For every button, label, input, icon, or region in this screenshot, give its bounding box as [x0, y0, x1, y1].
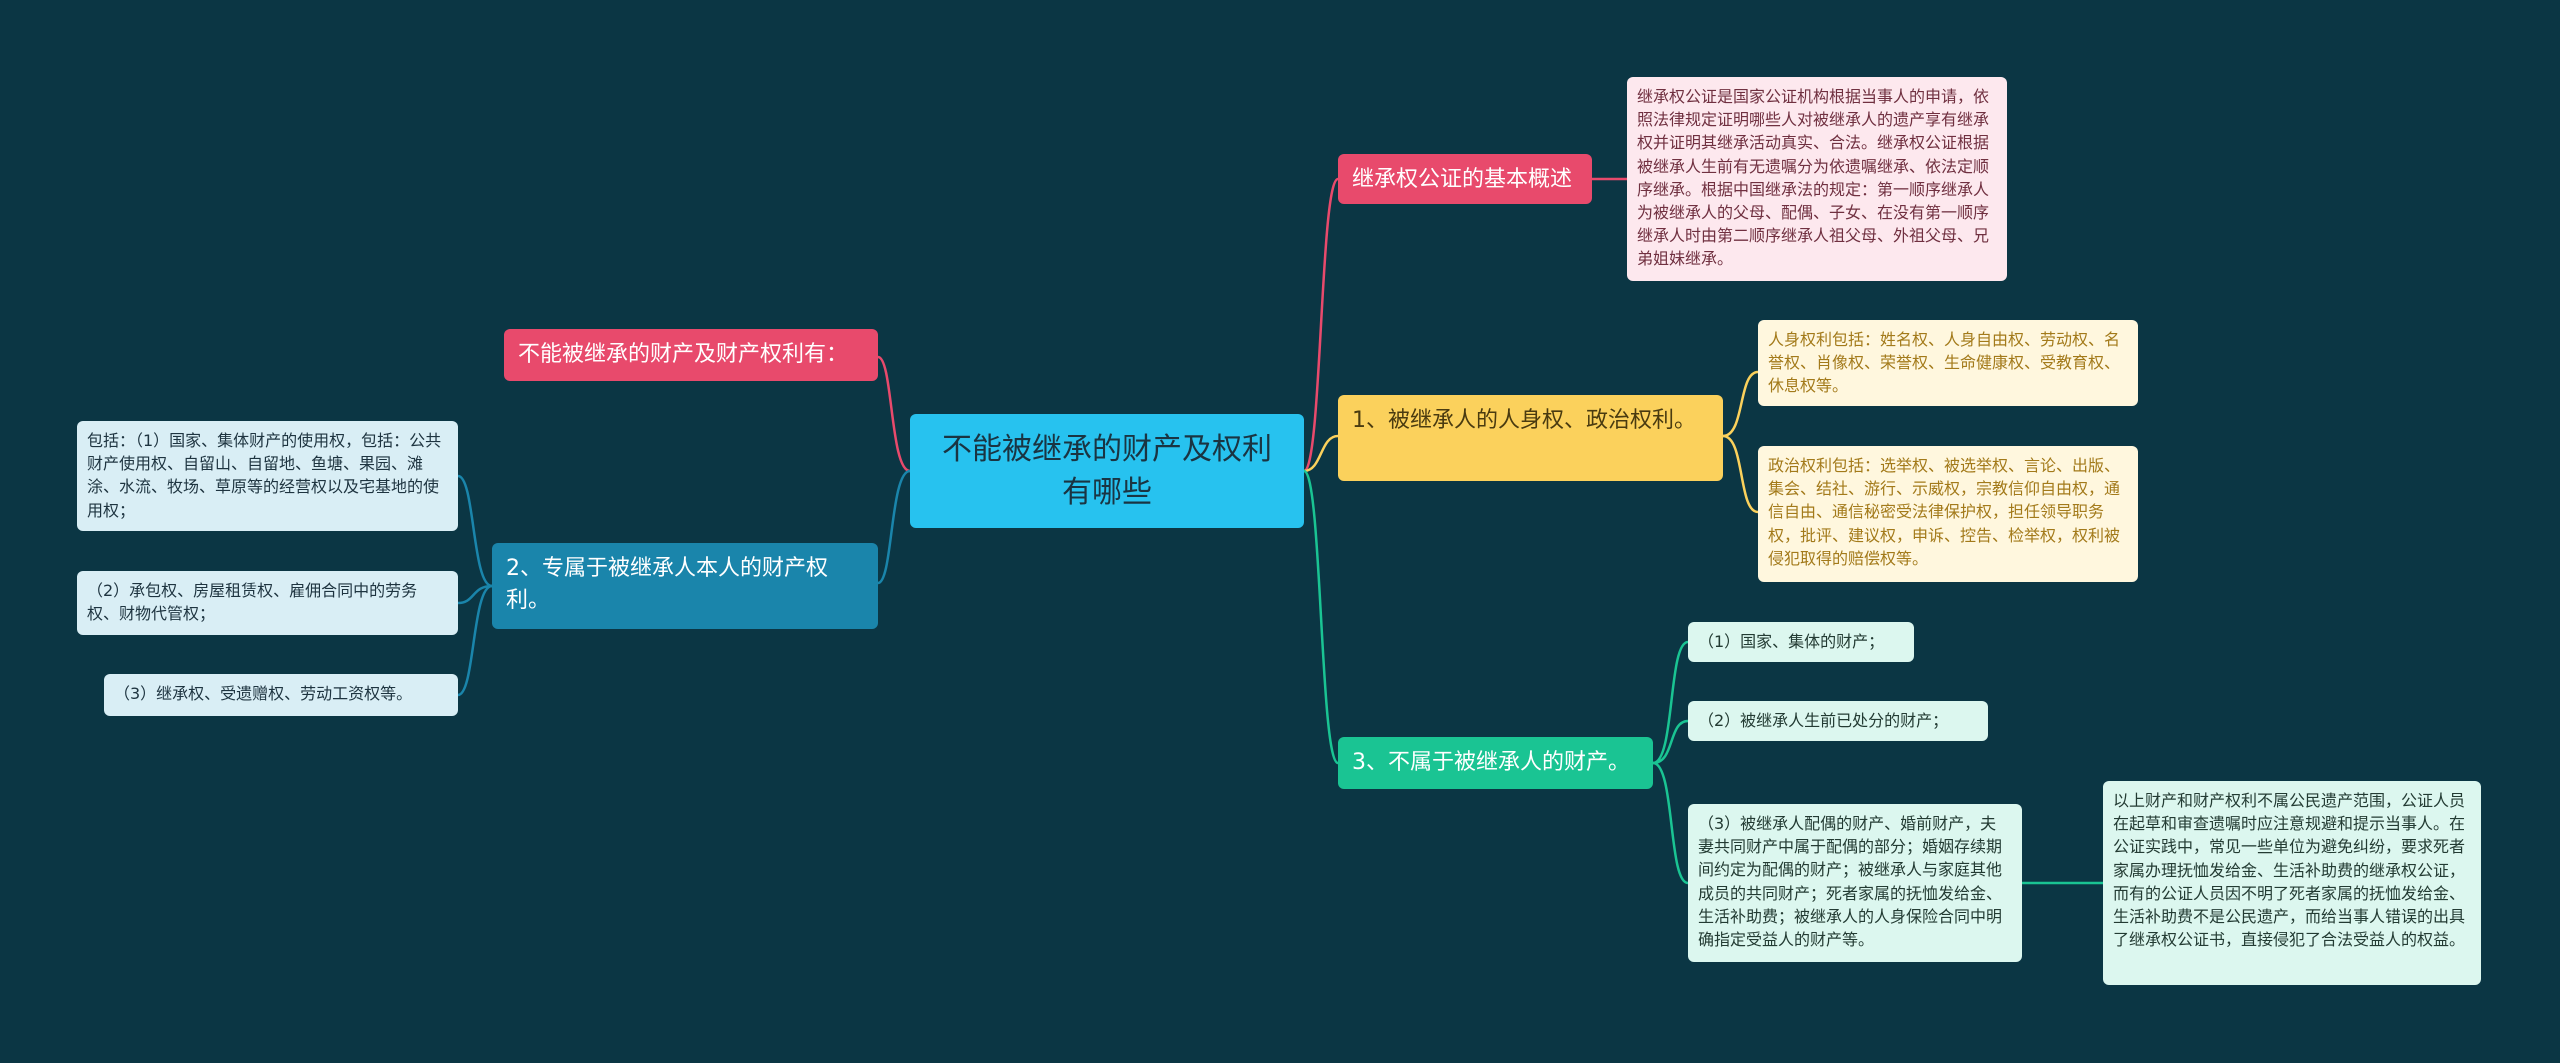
left-leaf-inheritance-rights[interactable]: （3）继承权、受遗赠权、劳动工资权等。: [104, 674, 458, 716]
right-branch-non-estate-property[interactable]: 3、不属于被继承人的财产。: [1338, 737, 1653, 789]
link-right3-leaf3: [1652, 761, 1689, 885]
right-leaf-disposed-property-text: （2）被继承人生前已处分的财产；: [1698, 711, 1949, 730]
right-branch-personal-political-rights-label: 1、被继承人的人身权、政治权利。: [1352, 408, 1696, 433]
right-branch-notarization-overview[interactable]: 继承权公证的基本概述: [1338, 154, 1592, 204]
left-branch-inheritable-excluded[interactable]: 不能被继承的财产及财产权利有：: [504, 329, 878, 381]
root-topic-text: 不能被继承的财产及权利有哪些: [942, 431, 1272, 511]
right-leaf-state-collective-property[interactable]: （1）国家、集体的财产；: [1688, 622, 1914, 662]
right-leaf-notarization-detail[interactable]: 继承权公证是国家公证机构根据当事人的申请，依照法律规定证明哪些人对被继承人的遗产…: [1627, 77, 2007, 281]
left-leaf-inheritance-rights-text: （3）继承权、受遗赠权、劳动工资权等。: [114, 684, 413, 703]
link-root-right1: [1302, 177, 1340, 473]
link-left2-leaf3: [457, 584, 493, 697]
right-branch-notarization-overview-label: 继承权公证的基本概述: [1352, 167, 1573, 192]
right-leaf-disposed-property[interactable]: （2）被继承人生前已处分的财产；: [1688, 701, 1988, 741]
right-leaf-political-rights[interactable]: 政治权利包括：选举权、被选举权、言论、出版、集会、结社、游行、示威权，宗教信仰自…: [1758, 446, 2138, 582]
right-leaf-state-collective-property-text: （1）国家、集体的财产；: [1698, 632, 1885, 651]
left-leaf-contract-rights[interactable]: （2）承包权、房屋租赁权、雇佣合同中的劳务权、财物代管权；: [77, 571, 458, 635]
left-leaf-collective-property-text: 包括：（1）国家、集体财产的使用权，包括：公共财产使用权、自留山、自留地、鱼塘、…: [87, 431, 442, 520]
link-right3-leaf2: [1652, 719, 1689, 765]
right-leaf-political-rights-text: 政治权利包括：选举权、被选举权、言论、出版、集会、结社、游行、示威权，宗教信仰自…: [1768, 456, 2121, 568]
link-root-left1: [877, 355, 911, 473]
right-subleaf-notary-caution-text: 以上财产和财产权利不属公民遗产范围，公证人员在起草和审查遗嘱时应注意规避和提示当…: [2113, 791, 2466, 950]
link-root-right3: [1302, 469, 1340, 765]
link-right2-leaf2: [1722, 434, 1759, 514]
link-root-left2: [877, 469, 911, 585]
link-right3-leaf1: [1652, 640, 1689, 765]
right-leaf-spouse-property[interactable]: （3）被继承人配偶的财产、婚前财产，夫妻共同财产中属于配偶的部分；婚姻存续期间约…: [1688, 804, 2022, 962]
link-right2-leaf1: [1722, 370, 1759, 438]
right-leaf-spouse-property-text: （3）被继承人配偶的财产、婚前财产，夫妻共同财产中属于配偶的部分；婚姻存续期间约…: [1698, 814, 2003, 949]
left-leaf-contract-rights-text: （2）承包权、房屋租赁权、雇佣合同中的劳务权、财物代管权；: [87, 581, 418, 624]
right-branch-non-estate-property-label: 3、不属于被继承人的财产。: [1352, 750, 1630, 775]
right-subleaf-notary-caution[interactable]: 以上财产和财产权利不属公民遗产范围，公证人员在起草和审查遗嘱时应注意规避和提示当…: [2103, 781, 2481, 985]
left-branch-inheritable-excluded-label: 不能被继承的财产及财产权利有：: [518, 342, 849, 367]
left-leaf-collective-property[interactable]: 包括：（1）国家、集体财产的使用权，包括：公共财产使用权、自留山、自留地、鱼塘、…: [77, 421, 458, 531]
right-branch-personal-political-rights[interactable]: 1、被继承人的人身权、政治权利。: [1338, 395, 1723, 481]
left-branch-personal-rights-label: 2、专属于被继承人本人的财产权利。: [506, 556, 828, 613]
right-leaf-personal-rights-text: 人身权利包括：姓名权、人身自由权、劳动权、名誉权、肖像权、荣誉权、生命健康权、受…: [1768, 330, 2121, 396]
link-root-right2: [1303, 434, 1339, 473]
right-leaf-personal-rights[interactable]: 人身权利包括：姓名权、人身自由权、劳动权、名誉权、肖像权、荣誉权、生命健康权、受…: [1758, 320, 2138, 406]
root-topic[interactable]: 不能被继承的财产及权利有哪些: [910, 414, 1304, 528]
link-left2-leaf1: [457, 474, 493, 588]
left-branch-personal-rights[interactable]: 2、专属于被继承人本人的财产权利。: [492, 543, 878, 629]
right-leaf-notarization-detail-text: 继承权公证是国家公证机构根据当事人的申请，依照法律规定证明哪些人对被继承人的遗产…: [1637, 87, 1990, 269]
